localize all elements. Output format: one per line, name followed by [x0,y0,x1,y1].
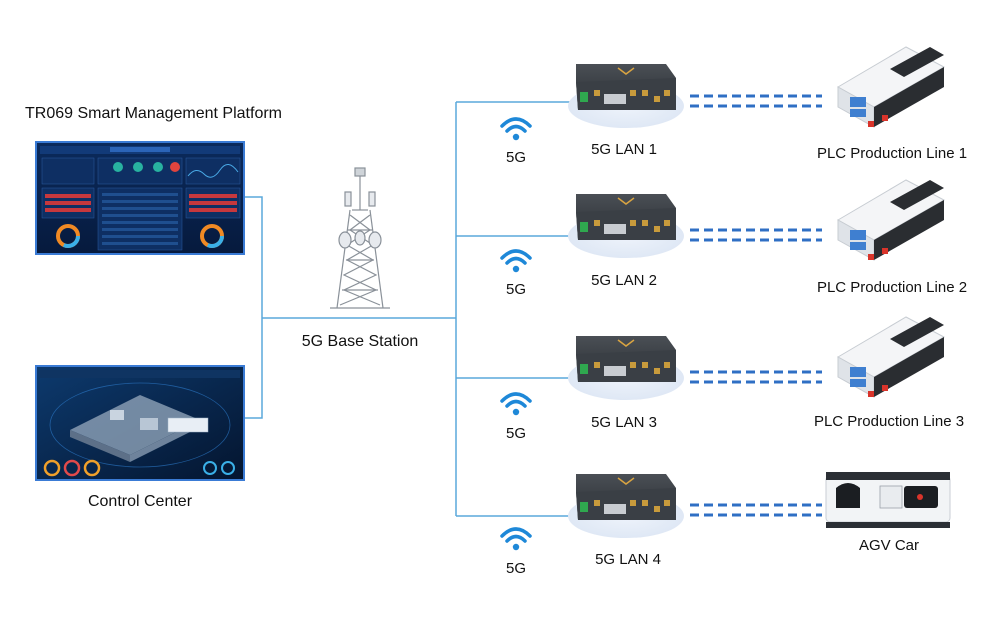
wifi-icons [500,117,532,551]
wifi-icon [500,392,532,416]
device-label: PLC Production Line 3 [813,413,965,430]
router-icon [568,474,684,538]
wifi-icon [500,249,532,273]
base-station-label: 5G Base Station [301,333,419,350]
platform-title: TR069 Smart Management Platform [25,105,282,122]
plc-device-icon [836,179,946,261]
router-label: 5G LAN 1 [591,141,657,158]
dashed-links [690,94,822,517]
signal-label: 5G [505,560,527,577]
platform-link [244,196,263,318]
router-label: 5G LAN 4 [595,551,661,568]
signal-label: 5G [505,281,527,298]
router-label: 5G LAN 3 [591,414,657,431]
wifi-icon [500,527,532,551]
device-label: PLC Production Line 1 [816,145,968,162]
device-label: AGV Car [858,537,920,554]
control-center-screen [35,365,245,481]
device-label: PLC Production Line 2 [816,279,968,296]
agv-car-icon [825,472,951,528]
signal-label: 5G [505,425,527,442]
control-center-link [244,318,263,419]
router-label: 5G LAN 2 [591,272,657,289]
plc-device-icon [836,46,946,128]
router-icon [568,194,684,258]
connection-lines [244,101,572,517]
wifi-icon [500,117,532,141]
router-icon [568,64,684,128]
signal-label: 5G [505,149,527,166]
plc-device-icon [836,316,946,398]
router-icon [568,336,684,400]
routers [568,64,684,538]
devices [825,46,951,528]
control-center-label: Control Center [87,493,193,510]
platform-screen [35,141,245,255]
base-station-tower-icon [330,167,390,309]
